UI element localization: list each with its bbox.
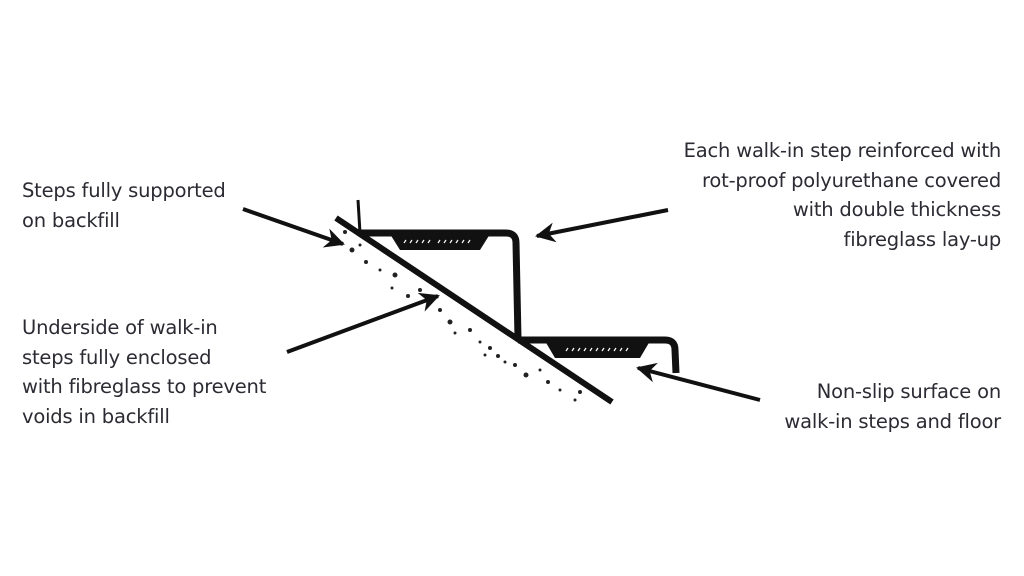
label-underside-enclosed: Underside of walk-in steps fully enclose… [22,313,266,431]
label-line: voids in backfill [22,404,170,428]
label-line: fibreglass lay-up [843,227,1002,251]
label-line: rot-proof polyurethane covered [702,168,1001,192]
arrow-step-reinforced [535,208,669,243]
label-line: Underside of walk-in [22,316,218,339]
label-line: Steps fully supported [22,179,226,202]
lower-nonslip-hatch [565,347,629,352]
excavation-slope [334,215,614,405]
arrow-underside-enclosed [286,292,440,354]
upper-step [358,229,522,339]
label-steps-supported: Steps fully supported on backfill [22,176,226,235]
upper-step-belly [390,234,490,250]
arrow-non-slip [636,362,761,402]
label-line: walk-in steps and floor [784,409,1001,433]
label-line: with fibreglass to prevent [22,375,267,398]
label-line: on backfill [22,208,120,232]
label-line: Each walk-in step reinforced with [683,139,1002,162]
backfill-texture [343,230,582,402]
label-line: with double thickness [792,198,1001,221]
upper-nonslip-hatch [403,239,471,244]
arrow-steps-supported [242,207,345,248]
lower-step [518,336,680,374]
label-line: Non-slip surface on [816,380,1001,403]
label-line: steps fully enclosed [22,345,212,369]
pool-wall [356,199,362,234]
label-step-reinforced: Each walk-in step reinforced with rot-pr… [683,136,1002,254]
label-non-slip: Non-slip surface on walk-in steps and fl… [784,377,1001,436]
